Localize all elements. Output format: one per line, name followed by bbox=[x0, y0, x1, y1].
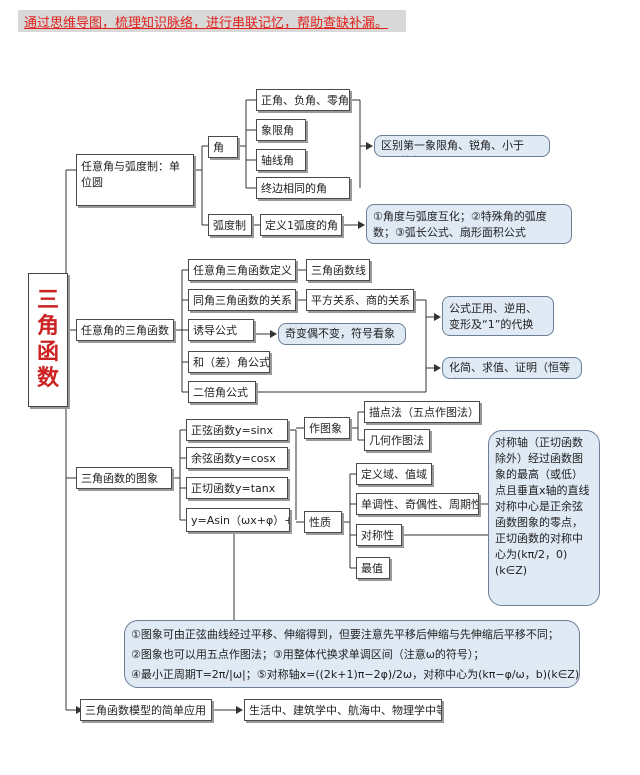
note-symmetry: 对称轴（正切函数除外）经过函数图象的最高（或低）点且垂直x轴的直线对称中心是正余… bbox=[488, 430, 600, 606]
note-bottom-line-1: ①图象可由正弦曲线经过平移、伸缩得到，但要注意先平移后伸缩与先伸缩后平移不同； bbox=[131, 628, 559, 641]
node-nature-item-1: 定义域、值域 bbox=[356, 463, 432, 485]
node-trig-line: 三角函数线 bbox=[306, 259, 370, 281]
root-title: 三角函数 bbox=[36, 288, 59, 391]
node-func-cos: 余弦函数y=cosx bbox=[186, 447, 288, 469]
node-func-tan-label: 正切函数y=tanx bbox=[191, 482, 276, 495]
mind-map: 三角函数 任意角与弧度制：单位圆 角 正角、负角、零角 象限角 轴线角 终边相同… bbox=[24, 80, 606, 742]
node-angle: 角 bbox=[208, 136, 238, 158]
node-trig-item-1: 任意角三角函数定义 bbox=[188, 259, 296, 281]
node-nature-item-2-label: 单调性、奇偶性、周期性 bbox=[361, 498, 479, 511]
note-formula-text: 公式正用、逆用、变形及“1”的代换 bbox=[449, 302, 537, 331]
note-formula: 公式正用、逆用、变形及“1”的代换 bbox=[442, 296, 554, 336]
node-trig-item-2-label: 同角三角函数的关系 bbox=[193, 294, 292, 307]
node-nature: 性质 bbox=[304, 511, 342, 533]
node-application-detail-label: 生活中、建筑学中、航海中、物理学中等 bbox=[249, 704, 442, 717]
node-trig-line-label: 三角函数线 bbox=[311, 264, 366, 277]
node-application-label: 三角函数模型的简单应用 bbox=[85, 704, 206, 717]
node-trig-any-angle-label: 任意角的三角函数 bbox=[81, 324, 169, 337]
node-relation-label: 平方关系、商的关系 bbox=[311, 294, 410, 307]
node-trig-graph: 三角函数的图象 bbox=[76, 467, 172, 489]
node-angle-item-1-label: 正角、负角、零角 bbox=[261, 94, 349, 107]
note-bottom-line-3: ④最小正周期T=2π/|ω|；⑤对称轴x=((2k+1)π−2φ)/2ω，对称中… bbox=[131, 668, 580, 681]
node-application-detail: 生活中、建筑学中、航海中、物理学中等 bbox=[244, 699, 442, 721]
node-nature-item-2: 单调性、奇偶性、周期性 bbox=[356, 493, 479, 515]
node-func-general-label: y=Asin（ωx+φ）+b bbox=[191, 514, 290, 527]
node-relation: 平方关系、商的关系 bbox=[306, 289, 414, 311]
node-nature-item-4: 最值 bbox=[356, 557, 390, 579]
node-trig-item-5: 二倍角公式 bbox=[188, 381, 256, 403]
node-draw-item-1-label: 描点法（五点作图法） bbox=[369, 406, 479, 419]
node-func-sin: 正弦函数y=sinx bbox=[186, 419, 288, 441]
root-node: 三角函数 bbox=[28, 273, 68, 407]
node-angle-label: 角 bbox=[213, 141, 224, 154]
node-angle-item-2-label: 象限角 bbox=[261, 124, 294, 137]
node-trig-item-3: 诱导公式 bbox=[188, 319, 254, 341]
node-angle-radian: 任意角与弧度制：单位圆 bbox=[76, 154, 194, 206]
note-angle: 区别第一象限角、锐角、小于90°的角 bbox=[374, 135, 550, 157]
node-trig-item-4-label: 和（差）角公式 bbox=[193, 356, 270, 369]
header-text: 通过思维导图，梳理知识脉络，进行串联记忆，帮助查缺补漏。 bbox=[24, 16, 389, 31]
node-func-tan: 正切函数y=tanx bbox=[186, 477, 288, 499]
node-angle-item-4-label: 终边相同的角 bbox=[261, 182, 327, 195]
node-draw-item-2-label: 几何作图法 bbox=[369, 434, 424, 447]
node-trig-item-4: 和（差）角公式 bbox=[188, 351, 270, 373]
note-angle-text: 区别第一象限角、锐角、小于90°的角 bbox=[381, 139, 524, 156]
node-trig-item-2: 同角三角函数的关系 bbox=[188, 289, 296, 311]
node-nature-item-3: 对称性 bbox=[356, 524, 402, 546]
node-draw-item-1: 描点法（五点作图法） bbox=[364, 401, 480, 423]
node-draw: 作图象 bbox=[304, 417, 350, 439]
node-application: 三角函数模型的简单应用 bbox=[80, 699, 212, 721]
node-nature-item-3-label: 对称性 bbox=[361, 529, 394, 542]
note-induction-text: 奇变偶不变，符号看象限 bbox=[285, 327, 395, 344]
node-nature-label: 性质 bbox=[309, 516, 331, 529]
node-radian-def: 定义1弧度的角 bbox=[260, 214, 342, 236]
note-bottom-line-2: ②图象也可以用五点作图法；③用整体代换求单调区间（注意ω的符号）； bbox=[131, 648, 485, 661]
node-angle-radian-label: 任意角与弧度制：单位圆 bbox=[81, 160, 180, 189]
note-bottom: ①图象可由正弦曲线经过平移、伸缩得到，但要注意先平移后伸缩与先伸缩后平移不同； … bbox=[124, 620, 580, 688]
note-radian-text: ①角度与弧度互化；②特殊角的弧度数；③弧长公式、扇形面积公式 bbox=[373, 210, 547, 239]
note-simplify: 化简、求值、证明（恒等式） bbox=[442, 357, 582, 379]
node-func-general: y=Asin（ωx+φ）+b bbox=[186, 508, 290, 532]
node-angle-item-3: 轴线角 bbox=[256, 149, 306, 171]
node-angle-item-3-label: 轴线角 bbox=[261, 154, 294, 167]
node-angle-item-1: 正角、负角、零角 bbox=[256, 89, 350, 111]
node-func-sin-label: 正弦函数y=sinx bbox=[191, 424, 273, 437]
node-trig-item-5-label: 二倍角公式 bbox=[193, 386, 248, 399]
note-radian: ①角度与弧度互化；②特殊角的弧度数；③弧长公式、扇形面积公式 bbox=[366, 204, 572, 244]
node-draw-label: 作图象 bbox=[309, 422, 342, 435]
note-induction: 奇变偶不变，符号看象限 bbox=[278, 323, 406, 345]
node-angle-item-4: 终边相同的角 bbox=[256, 177, 350, 199]
header-banner: 通过思维导图，梳理知识脉络，进行串联记忆，帮助查缺补漏。 bbox=[18, 10, 406, 32]
node-func-cos-label: 余弦函数y=cosx bbox=[191, 452, 276, 465]
node-radian: 弧度制 bbox=[208, 214, 252, 236]
node-nature-item-1-label: 定义域、值域 bbox=[361, 468, 427, 481]
note-symmetry-text: 对称轴（正切函数除外）经过函数图象的最高（或低）点且垂直x轴的直线对称中心是正余… bbox=[495, 436, 590, 577]
node-draw-item-2: 几何作图法 bbox=[364, 429, 430, 451]
node-angle-item-2: 象限角 bbox=[256, 119, 306, 141]
node-trig-item-3-label: 诱导公式 bbox=[193, 324, 237, 337]
node-trig-graph-label: 三角函数的图象 bbox=[81, 472, 158, 485]
node-radian-def-label: 定义1弧度的角 bbox=[265, 219, 338, 232]
note-simplify-text: 化简、求值、证明（恒等式） bbox=[449, 361, 570, 378]
node-nature-item-4-label: 最值 bbox=[361, 562, 383, 575]
node-radian-label: 弧度制 bbox=[213, 219, 246, 232]
node-trig-any-angle: 任意角的三角函数 bbox=[76, 319, 174, 341]
node-trig-item-1-label: 任意角三角函数定义 bbox=[193, 264, 292, 277]
